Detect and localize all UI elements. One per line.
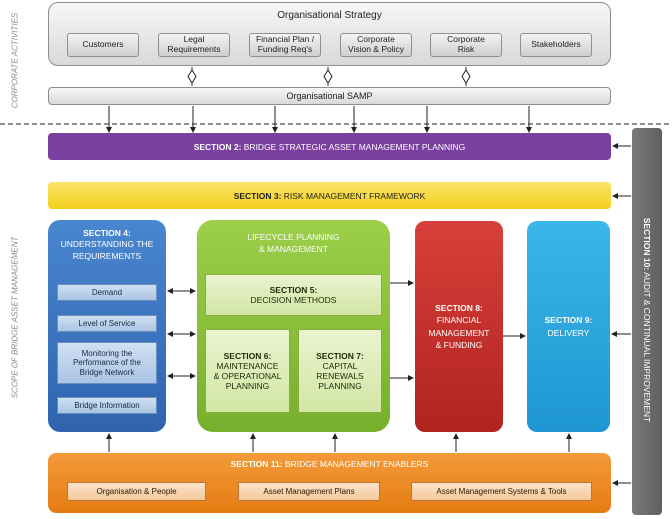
section-5-number: SECTION 5: (269, 284, 318, 295)
section-6-number: SECTION 6: (223, 350, 272, 361)
strategy-item-legal: Legal Requirements (158, 33, 230, 57)
organisational-strategy-panel: Organisational Strategy (48, 2, 611, 66)
section-11-item-am-plans: Asset Management Plans (238, 482, 380, 501)
strategy-item-financial-plan: Financial Plan / Funding Req's (249, 33, 321, 57)
section-4-item-bridge-information: Bridge Information (57, 397, 157, 414)
section-11-item-organisation: Organisation & People (67, 482, 206, 501)
section-11-item-am-systems: Asset Management Systems & Tools (411, 482, 592, 501)
section-3-number: SECTION 3: (233, 190, 282, 201)
section-4-title: UNDERSTANDING THE REQUIREMENTS (60, 239, 154, 261)
strategy-item-corporate-vision: Corporate Vision & Policy (340, 33, 412, 57)
section-9-text: DELIVERY (547, 327, 590, 338)
section-8-text: FINANCIAL MANAGEMENT & FUNDING (428, 315, 490, 350)
section-8-box: SECTION 8: FINANCIAL MANAGEMENT & FUNDIN… (415, 221, 503, 432)
strategy-item-stakeholders: Stakeholders (520, 33, 592, 57)
section-3-text: RISK MANAGEMENT FRAMEWORK (281, 190, 426, 201)
section-7-box: SECTION 7: CAPITAL RENEWALS PLANNING (298, 329, 382, 413)
section-9-number: SECTION 9: (544, 315, 593, 326)
section-4-item-demand: Demand (57, 284, 157, 301)
section-3-bar: SECTION 3: RISK MANAGEMENT FRAMEWORK (48, 182, 611, 209)
organisational-samp-bar: Organisational SAMP (48, 87, 611, 105)
section-10-bar: SECTION 10: AUDIT & CONTINUAL IMPROVEMEN… (632, 128, 662, 515)
section-9-box: SECTION 9: DELIVERY (527, 221, 610, 432)
organisational-strategy-title: Organisational Strategy (277, 10, 382, 21)
section-2-number: SECTION 2: (193, 141, 242, 152)
section-5-box: SECTION 5: DECISION METHODS (205, 274, 382, 316)
section-2-bar: SECTION 2: BRIDGE STRATEGIC ASSET MANAGE… (48, 133, 611, 160)
section-11-text: BRIDGE MANAGEMENT ENABLERS (282, 459, 429, 469)
section-7-text: CAPITAL RENEWALS PLANNING (316, 360, 364, 392)
section-8-number: SECTION 8: (435, 302, 483, 313)
section-6-text: MAINTENANCE & OPERATIONAL PLANNING (213, 360, 282, 392)
section-2-text: BRIDGE STRATEGIC ASSET MANAGEMENT PLANNI… (241, 141, 466, 152)
strategy-item-customers: Customers (67, 33, 139, 57)
section-4-item-monitoring: Monitoring the Performance of the Bridge… (57, 342, 157, 384)
section-11-number: SECTION 11: (230, 459, 283, 469)
lifecycle-title: LIFECYCLE PLANNING & MANAGEMENT (247, 232, 340, 254)
section-4-number: SECTION 4: (83, 228, 131, 238)
section-5-text: DECISION METHODS (250, 295, 337, 305)
strategy-item-corporate-risk: Corporate Risk (430, 33, 502, 57)
section-7-number: SECTION 7: (316, 350, 364, 361)
section-4-item-level-of-service: Level of Service (57, 315, 157, 332)
section-6-box: SECTION 6: MAINTENANCE & OPERATIONAL PLA… (205, 329, 290, 413)
